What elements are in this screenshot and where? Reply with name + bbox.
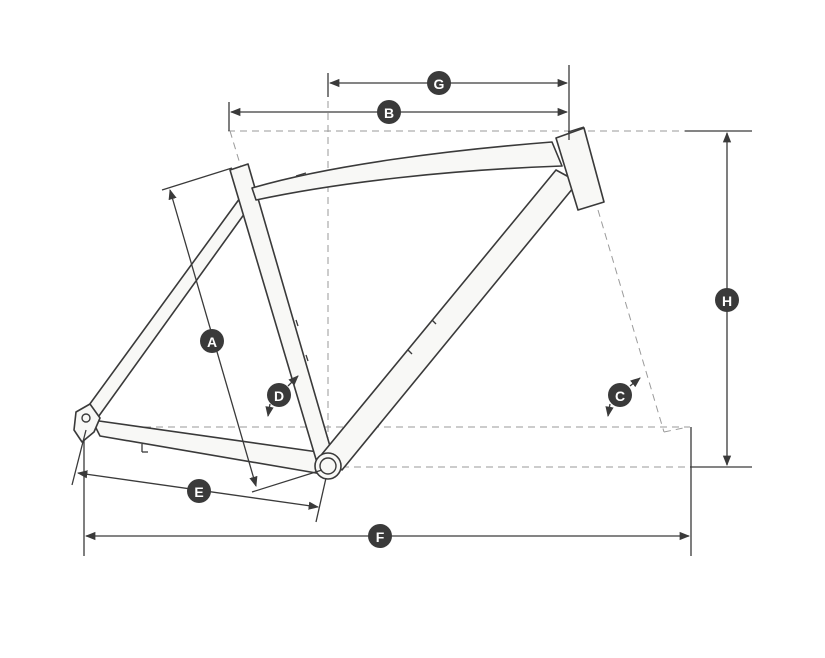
label-f: F xyxy=(376,529,385,545)
dimension-badges: G B H A D C E F xyxy=(187,71,739,548)
badge-d: D xyxy=(267,383,291,407)
down-tube xyxy=(321,169,579,471)
label-a: A xyxy=(207,334,217,350)
label-e: E xyxy=(194,484,203,500)
bike-frame xyxy=(73,126,605,480)
head-tube xyxy=(555,127,605,211)
label-b: B xyxy=(384,105,394,121)
badge-e: E xyxy=(187,479,211,503)
top-tube xyxy=(251,141,563,201)
rear-dropout xyxy=(73,403,101,443)
badge-g: G xyxy=(427,71,451,95)
badge-a: A xyxy=(200,329,224,353)
badge-f: F xyxy=(368,524,392,548)
chain-stay xyxy=(91,419,323,475)
label-g: G xyxy=(434,76,445,92)
bottom-bracket xyxy=(314,452,342,480)
label-c: C xyxy=(615,388,625,404)
seat-stay xyxy=(83,197,251,421)
seat-tube xyxy=(229,163,335,467)
badge-b: B xyxy=(377,100,401,124)
badge-h: H xyxy=(715,288,739,312)
badge-c: C xyxy=(608,383,632,407)
label-d: D xyxy=(274,388,284,404)
label-h: H xyxy=(722,293,732,309)
